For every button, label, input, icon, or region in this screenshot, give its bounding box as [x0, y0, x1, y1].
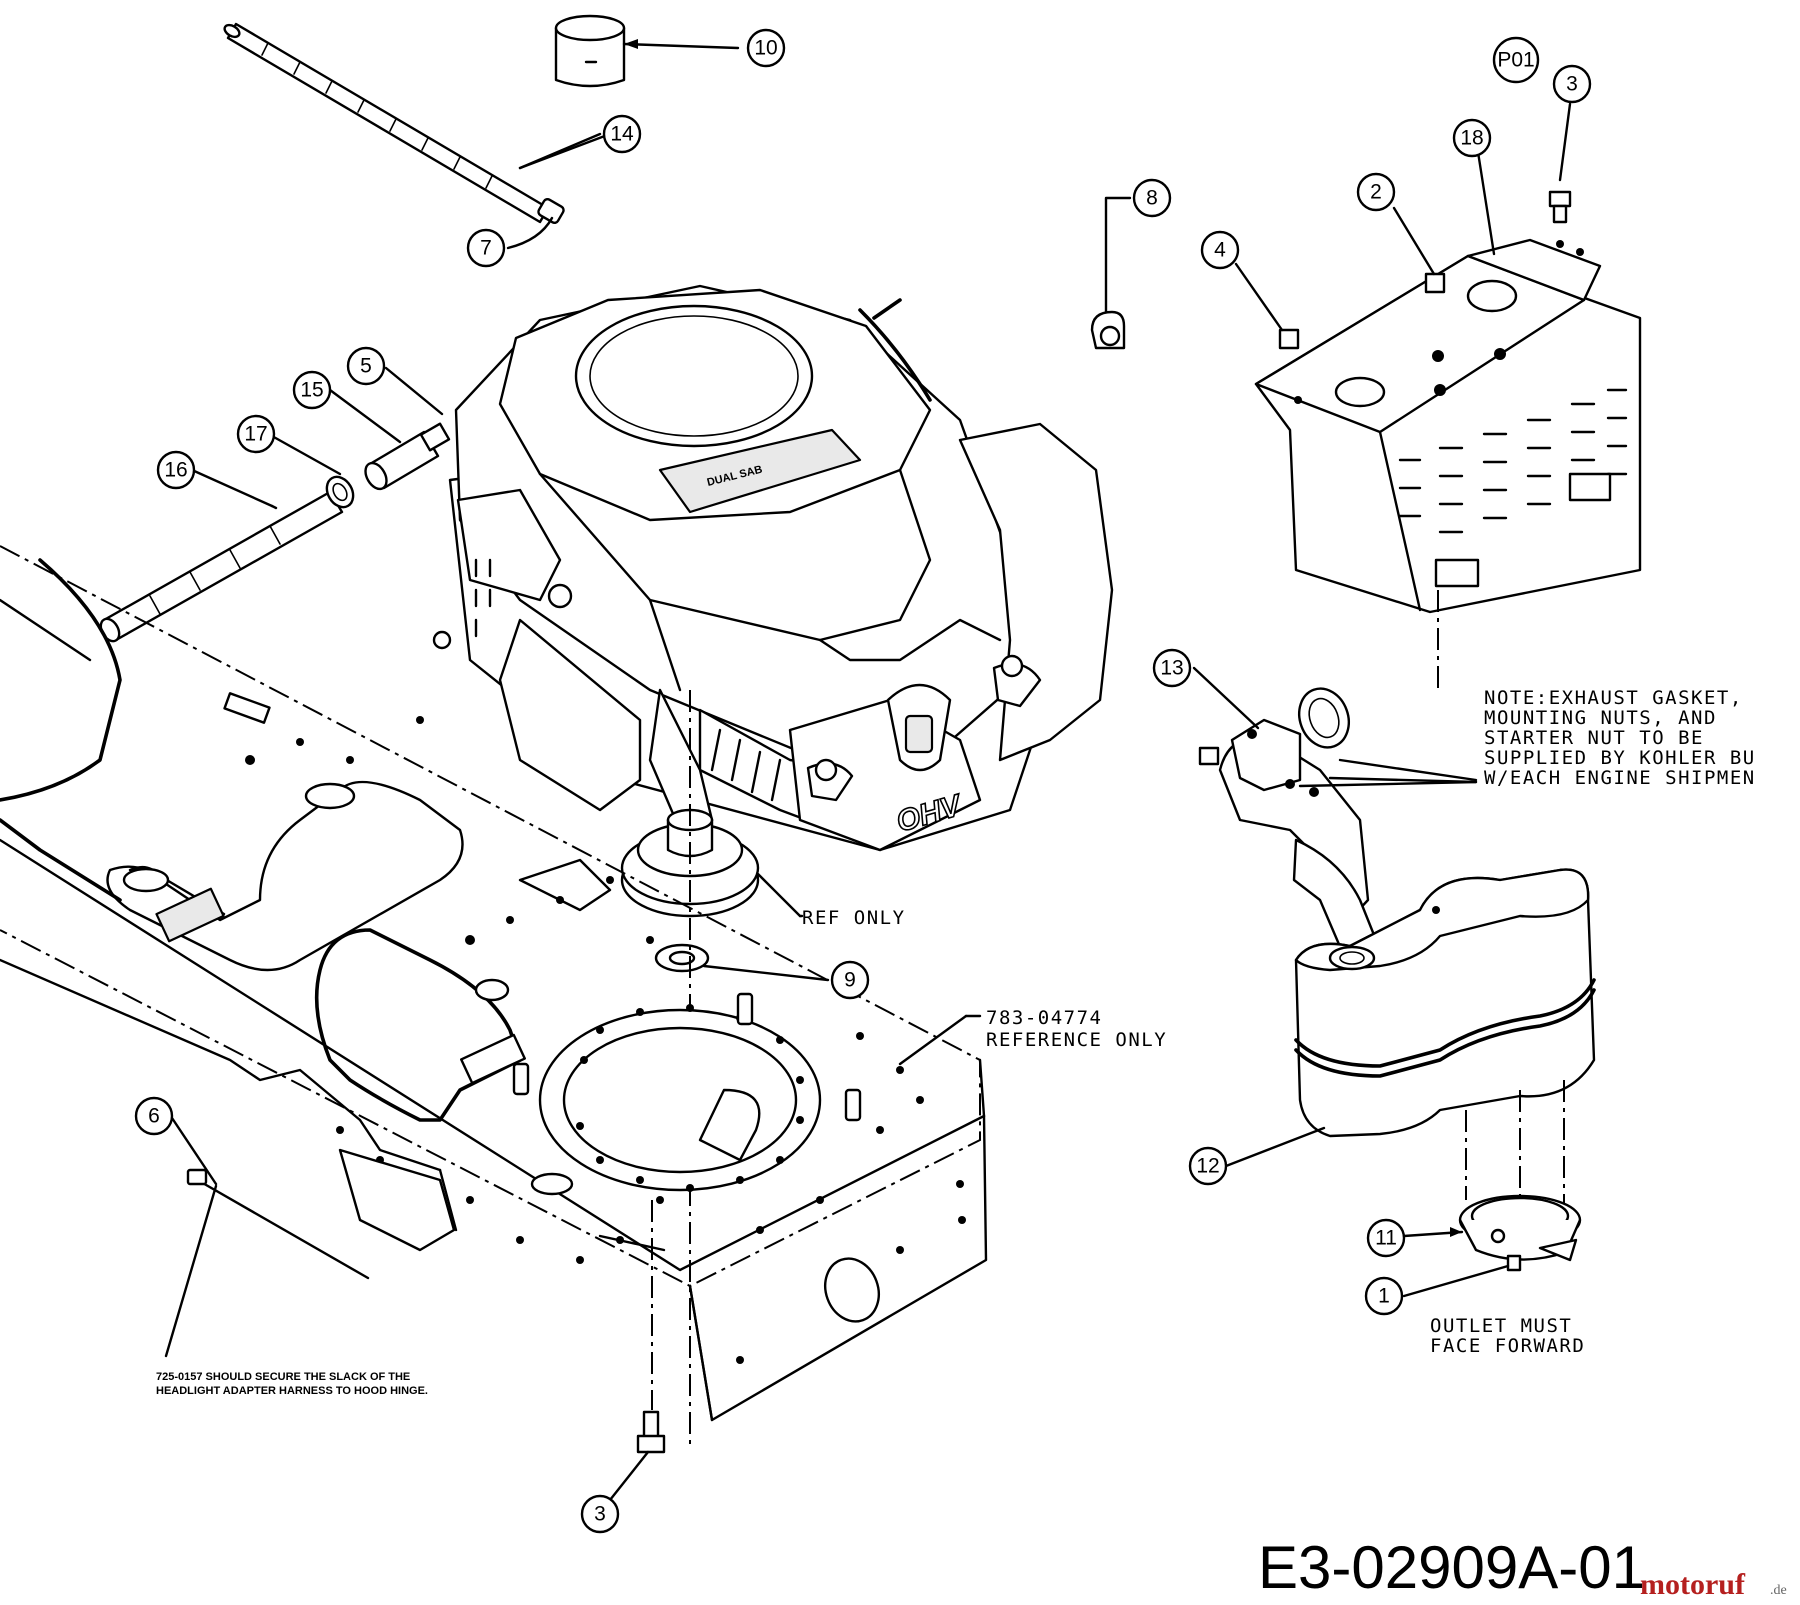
svg-text:1: 1: [1378, 1285, 1390, 1308]
svg-text:2: 2: [1370, 181, 1382, 204]
svg-text:motoruf: motoruf: [1640, 1568, 1746, 1601]
part-14-dipstick-tube: [223, 22, 612, 225]
engine-assembly: DUAL SAB OHV: [432, 284, 1114, 852]
svg-text:6: 6: [148, 1105, 160, 1128]
svg-text:14: 14: [610, 123, 634, 146]
svg-text:3: 3: [1566, 73, 1578, 96]
part-3-bolt-bottom: [608, 1200, 666, 1502]
callout-p01: P01: [1492, 36, 1540, 84]
svg-text:W/EACH ENGINE SHIPMEN: W/EACH ENGINE SHIPMEN: [1484, 767, 1756, 789]
svg-text:18: 18: [1460, 127, 1483, 150]
svg-text:10: 10: [754, 37, 777, 60]
callout-11: 11: [1366, 1218, 1406, 1258]
frame-leader: [898, 1014, 968, 1066]
part-18-leader: [1476, 150, 1496, 256]
callout-12: 12: [1188, 1146, 1228, 1186]
callout-3-bottom: 3: [580, 1494, 620, 1534]
callout-2: 2: [1356, 172, 1396, 212]
part-13-exhaust-pipe: [1192, 666, 1382, 958]
svg-text:13: 13: [1160, 657, 1183, 680]
svg-text:5: 5: [360, 355, 372, 378]
svg-text:SUPPLIED BY KOHLER BU: SUPPLIED BY KOHLER BU: [1484, 747, 1756, 769]
callout-15: 15: [292, 370, 332, 410]
callout-3-top: 3: [1552, 64, 1592, 104]
svg-text:P01: P01: [1497, 49, 1534, 72]
svg-text:7: 7: [480, 237, 492, 260]
callout-10: 10: [746, 28, 786, 68]
part-8-clip: [1090, 196, 1132, 350]
svg-text:MOUNTING NUTS, AND: MOUNTING NUTS, AND: [1484, 707, 1717, 729]
pulley-ref-only: [620, 808, 804, 918]
callout-5: 5: [346, 346, 386, 386]
svg-text:STARTER NUT TO BE: STARTER NUT TO BE: [1484, 727, 1704, 749]
part-7-fitting-leader: [506, 216, 554, 250]
svg-text:OUTLET MUST: OUTLET MUST: [1430, 1315, 1572, 1337]
watermark: motoruf .de: [1640, 1568, 1787, 1601]
part-9-washer: [654, 943, 830, 982]
callout-4: 4: [1200, 230, 1240, 270]
part-17-clamp: [270, 434, 355, 509]
callout-9: 9: [830, 960, 870, 1000]
part-11-deflector: [1402, 1194, 1582, 1262]
callout-14: 14: [602, 114, 642, 154]
svg-text:3: 3: [594, 1503, 606, 1526]
ref-only-note: REF ONLY: [802, 907, 906, 929]
frame-reference-note: REFERENCE ONLY: [986, 1029, 1167, 1051]
exhaust-note: NOTE:EXHAUST GASKET, MOUNTING NUTS, AND …: [1484, 687, 1756, 789]
svg-text:HEADLIGHT ADAPTER HARNESS TO H: HEADLIGHT ADAPTER HARNESS TO HOOD HINGE.: [156, 1385, 428, 1397]
part-18-heat-shield: [1254, 238, 1642, 690]
svg-text:15: 15: [300, 379, 323, 402]
part-3-bolt-top: [1548, 102, 1572, 224]
callout-1: 1: [1364, 1276, 1404, 1316]
svg-text:16: 16: [164, 459, 187, 482]
svg-text:11: 11: [1375, 1227, 1397, 1250]
callout-13: 13: [1152, 648, 1192, 688]
frame-reference: [0, 545, 988, 1422]
callout-17: 17: [236, 414, 276, 454]
svg-text:.de: .de: [1770, 1583, 1787, 1598]
part-4-nut: [1234, 262, 1300, 350]
callout-18: 18: [1452, 118, 1492, 158]
part-15-fitting: [328, 388, 440, 491]
part-1-screw: [1402, 1254, 1522, 1298]
part-16-hose: [99, 468, 344, 643]
svg-text:725-0157 SHOULD SECURE THE SLA: 725-0157 SHOULD SECURE THE SLACK OF THE: [156, 1371, 410, 1383]
callout-7: 7: [466, 228, 506, 268]
part-5-fitting: [384, 366, 451, 452]
svg-text:12: 12: [1196, 1155, 1219, 1178]
svg-text:9: 9: [844, 969, 856, 992]
frame-part-number: 783-04774: [986, 1007, 1102, 1029]
callout-16: 16: [156, 450, 196, 490]
svg-text:FACE FORWARD: FACE FORWARD: [1430, 1335, 1585, 1357]
exhaust-note-leaders: [1298, 758, 1478, 788]
diagram-code: E3-02909A-01: [1258, 1534, 1645, 1601]
svg-text:NOTE:EXHAUST GASKET,: NOTE:EXHAUST GASKET,: [1484, 687, 1743, 709]
outlet-note: OUTLET MUST FACE FORWARD: [1430, 1315, 1585, 1357]
part-10-cap: [554, 14, 740, 88]
callout-6: 6: [134, 1096, 174, 1136]
svg-text:8: 8: [1146, 187, 1158, 210]
part-6-cable-tie: [164, 1116, 370, 1358]
svg-text:17: 17: [244, 423, 267, 446]
part-2-nut: [1392, 206, 1446, 294]
part-12-muffler: [1224, 868, 1596, 1210]
heat-shield-slots: [1398, 388, 1628, 534]
svg-text:4: 4: [1214, 239, 1226, 262]
tie-note: 725-0157 SHOULD SECURE THE SLACK OF THE …: [156, 1371, 428, 1397]
callout-8: 8: [1132, 178, 1172, 218]
